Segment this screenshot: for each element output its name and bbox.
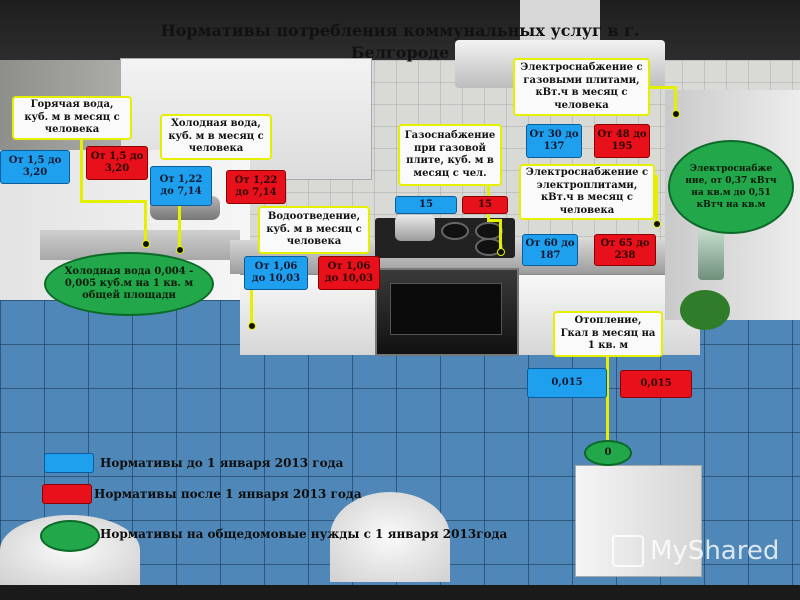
value-cold-water-before: От 1,22 до 7,14 xyxy=(150,166,212,206)
pointer-dot xyxy=(142,240,150,248)
oven-window xyxy=(390,283,502,335)
blender xyxy=(698,228,724,280)
connector-line xyxy=(80,200,146,203)
value-heating-before: 0,015 xyxy=(527,368,607,398)
connector-line xyxy=(499,219,502,251)
background-top xyxy=(0,0,800,60)
common-heating: 0 xyxy=(584,440,632,466)
note-heating: Отопление, Гкал в месяц на 1 кв. м xyxy=(553,311,663,357)
radiator xyxy=(575,465,702,577)
pointer-dot xyxy=(672,110,680,118)
note-gas: Газоснабжение при газовой плите, куб. м … xyxy=(398,124,502,186)
value-drainage-before: От 1,06 до 10,03 xyxy=(244,256,308,290)
plant xyxy=(680,290,730,330)
note-drainage: Водоотведение, куб. м в месяц с человека xyxy=(258,206,370,254)
burner xyxy=(475,238,503,256)
value-gas-before: 15 xyxy=(395,196,457,214)
legend-swatch-common xyxy=(40,520,100,552)
connector-line xyxy=(487,219,501,222)
legend-swatch-before xyxy=(44,453,94,473)
pointer-dot xyxy=(248,322,256,330)
legend-label-common: Нормативы на общедомовые нужды с 1 январ… xyxy=(100,527,508,541)
value-hot-water-before: От 1,5 до 3,20 xyxy=(0,150,70,184)
value-gas-after: 15 xyxy=(462,196,508,214)
background-bottom xyxy=(0,585,800,600)
watermark-logo-icon xyxy=(612,535,644,567)
connector-line xyxy=(606,392,609,444)
value-heating-after: 0,015 xyxy=(620,370,692,398)
connector-line xyxy=(178,206,181,250)
value-electricity-electric-after: От 65 до 238 xyxy=(594,234,656,266)
value-electricity-gas-before: От 30 до 137 xyxy=(526,124,582,158)
note-electricity-gas-stoves: Электроснабжение с газовыми плитами, кВт… xyxy=(513,58,650,116)
burner xyxy=(441,222,469,240)
value-hot-water-after: От 1,5 до 3,20 xyxy=(86,146,148,180)
legend-swatch-after xyxy=(42,484,92,504)
legend-label-before: Нормативы до 1 января 2013 года xyxy=(100,456,344,470)
note-cold-water: Холодная вода, куб. м в месяц с человека xyxy=(160,114,272,160)
connector-line xyxy=(250,290,253,326)
connector-line xyxy=(650,86,676,89)
note-electricity-electric-stoves: Электроснабжение с электроплитами, кВт.ч… xyxy=(519,164,655,220)
pointer-dot xyxy=(653,220,661,228)
connector-line xyxy=(606,356,609,408)
connector-line xyxy=(655,175,658,223)
pot xyxy=(395,215,435,241)
common-cold-water: Холодная вода 0,004 - 0,005 куб.м на 1 к… xyxy=(44,252,214,316)
connector-line xyxy=(144,200,147,242)
stool-right xyxy=(330,492,450,582)
connector-line xyxy=(80,140,83,202)
watermark-text: MyShared xyxy=(650,536,780,566)
note-hot-water: Горячая вода, куб. м в месяц с человека xyxy=(12,96,132,140)
pointer-dot xyxy=(176,246,184,254)
common-electricity: Электроснабже ние, от 0,37 кВтч на кв.м … xyxy=(668,140,794,234)
pointer-dot xyxy=(497,248,505,256)
value-drainage-after: От 1,06 до 10,03 xyxy=(318,256,380,290)
hood-chimney xyxy=(520,0,600,42)
page-title: Нормативы потребления коммунальных услуг… xyxy=(160,21,640,62)
value-electricity-electric-before: От 60 до 187 xyxy=(522,234,578,266)
legend-label-after: Нормативы после 1 января 2013 года xyxy=(94,487,362,501)
connector-line xyxy=(674,86,677,112)
watermark: MyShared xyxy=(612,535,779,567)
value-electricity-gas-after: От 48 до 195 xyxy=(594,124,650,158)
value-cold-water-after: От 1,22 до 7,14 xyxy=(226,170,286,204)
